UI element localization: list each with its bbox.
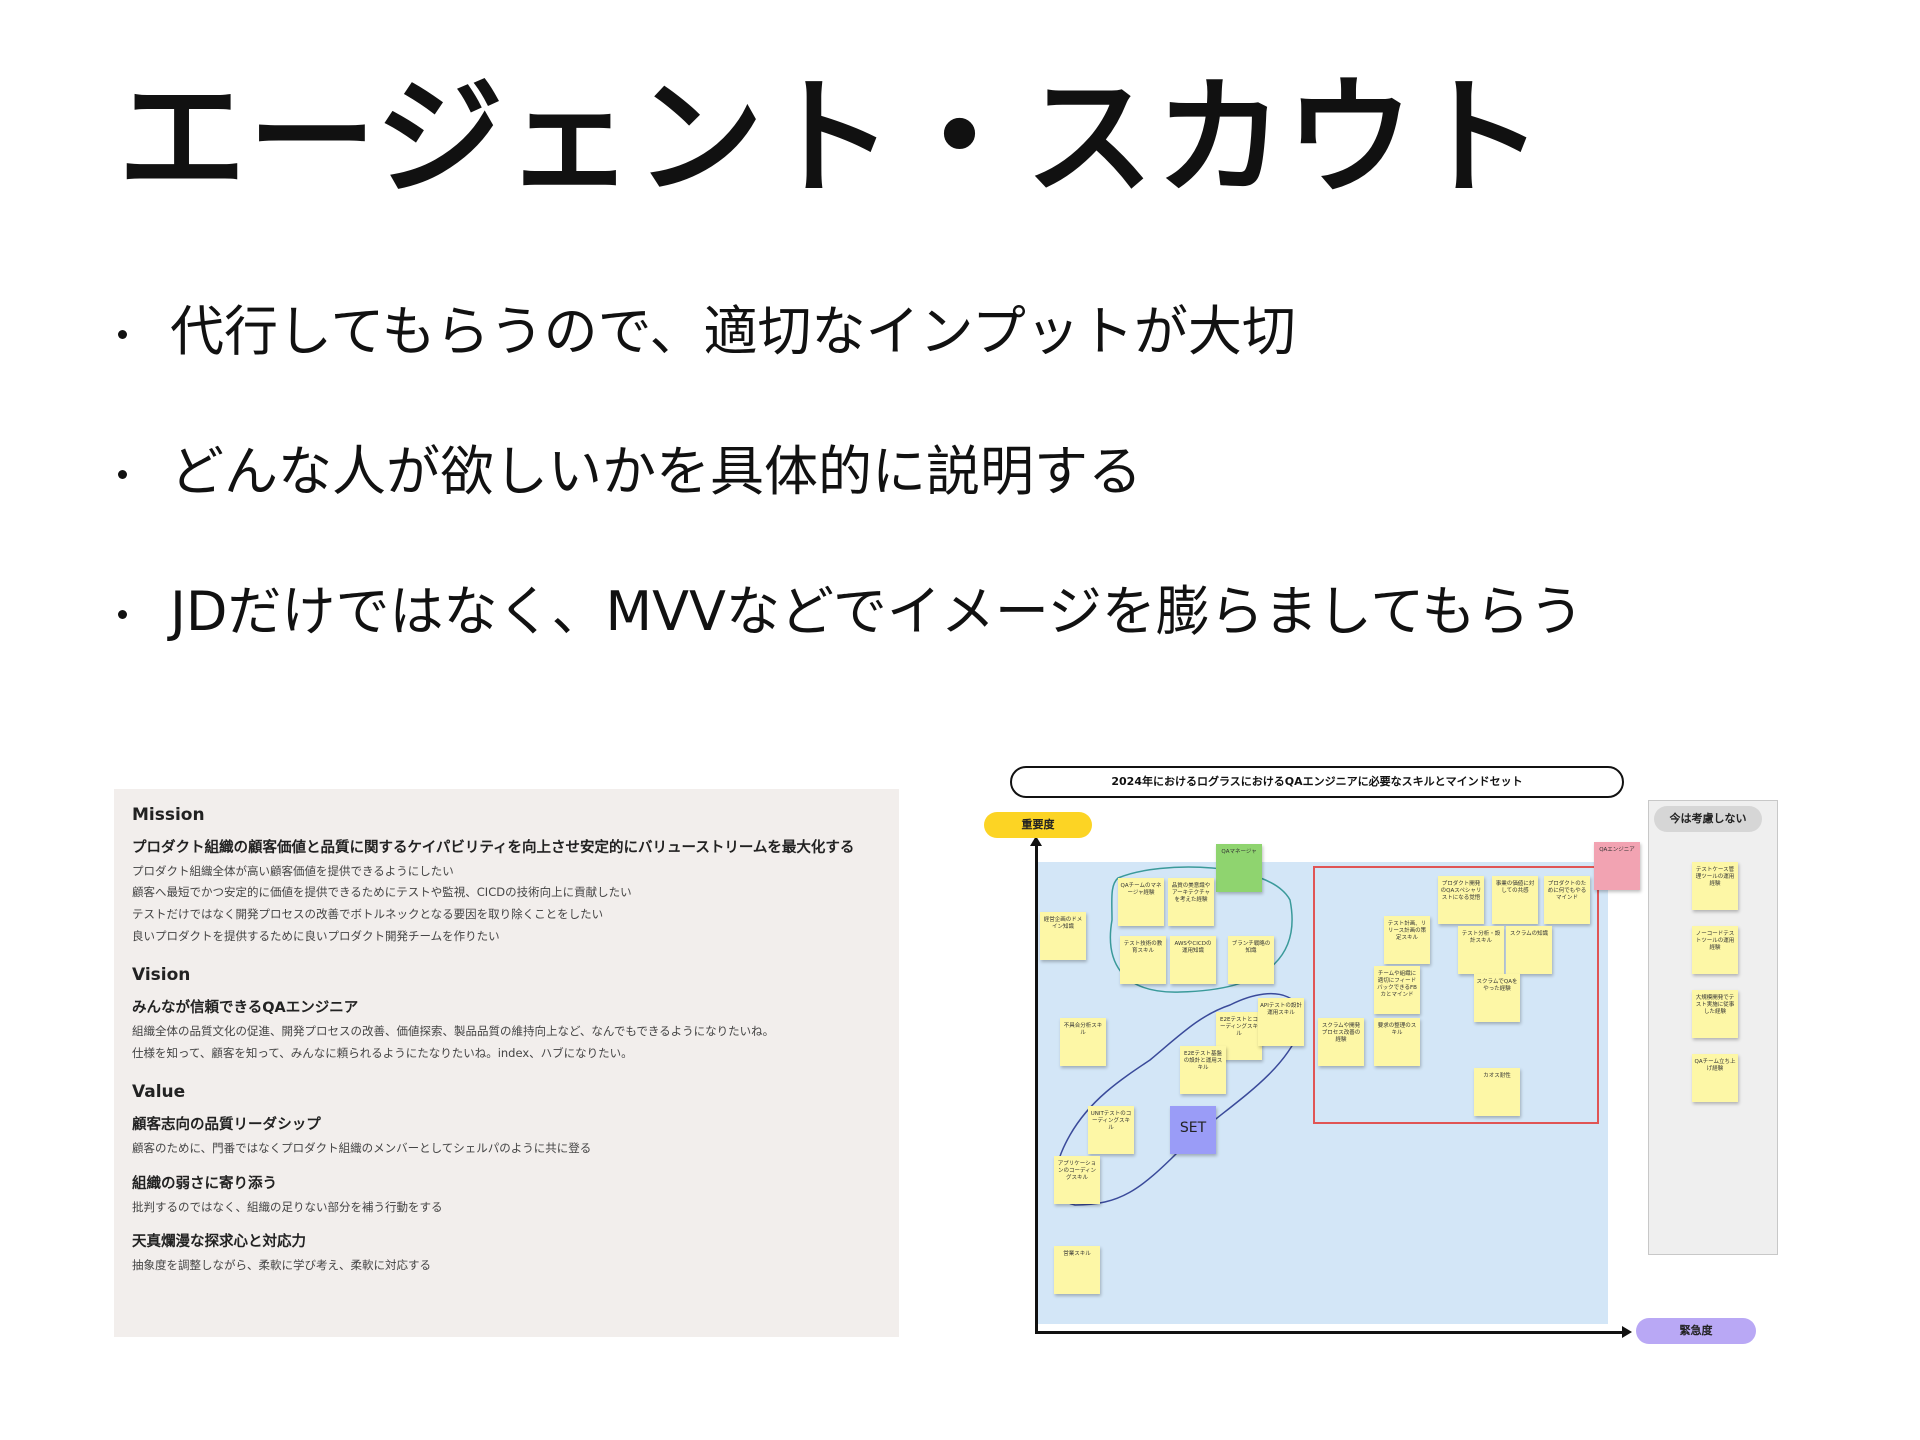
arrow-up-icon <box>1030 836 1042 846</box>
sticky-note: 品質の美意識やアーキテクチャを考えた経験 <box>1168 878 1214 926</box>
arrow-right-icon <box>1622 1326 1632 1338</box>
bullet-dot <box>118 330 127 339</box>
priority-highlight-box <box>1313 866 1599 1124</box>
set-sticky-note: SET <box>1170 1106 1216 1154</box>
sticky-note: テスト分析・設計スキル <box>1458 926 1504 974</box>
sticky-note: QAチーム立ち上げ経験 <box>1692 1054 1738 1102</box>
vision-label: Vision <box>132 965 191 986</box>
side-column-label: 今は考慮しない <box>1654 806 1762 832</box>
bullet-text: JDだけではなく、MVVなどでイメージを膨らましてもらう <box>170 580 1584 643</box>
mission-line: プロダクト組織全体が高い顧客価値を提供できるようにしたい <box>132 863 454 878</box>
sticky-note: スクラムや開発プロセス改善の経験 <box>1318 1018 1364 1066</box>
page-title: エージェント・スカウト <box>118 64 1546 213</box>
value-heading: 顧客志向の品質リーダシップ <box>132 1116 321 1133</box>
y-axis-line <box>1035 844 1038 1334</box>
sticky-note: カオス耐性 <box>1474 1068 1520 1116</box>
sticky-note: 事業の価値に対しての共感 <box>1492 876 1538 924</box>
mission-line: 良いプロダクトを提供するために良いプロダクト開発チームを作りたい <box>132 928 500 943</box>
sticky-note: QAマネージャ <box>1216 844 1262 892</box>
sticky-note: UNITテストのコーディングスキル <box>1088 1106 1134 1154</box>
spacer <box>132 1066 881 1080</box>
value-label: Value <box>132 1082 186 1103</box>
bullet-text: どんな人が欲しいかを具体的に説明する <box>170 440 1142 503</box>
sticky-note: アプリケーションのコーディングスキル <box>1054 1156 1100 1204</box>
sticky-note: QAチームのマネージャ経験 <box>1118 878 1164 926</box>
sticky-note: プロダクトのために何でもやるマインド <box>1544 876 1590 924</box>
value-heading: 天真爛漫な探求心と対応力 <box>132 1234 306 1251</box>
sticky-note: QAエンジニア <box>1594 842 1640 890</box>
y-axis-label: 重要度 <box>984 812 1092 838</box>
mvv-panel: Mission プロダクト組織の顧客価値と品質に関するケイパビリティを向上させ安… <box>114 789 899 1337</box>
x-axis-line <box>1035 1331 1625 1334</box>
sticky-note: AWSやCICDの運用知識 <box>1170 936 1216 984</box>
bullet-dot <box>118 470 127 479</box>
sticky-note: 不具合分析スキル <box>1060 1018 1106 1066</box>
sticky-note: 経営企画のドメイン知識 <box>1040 912 1086 960</box>
board-title: 2024年におけるログラスにおけるQAエンジニアに必要なスキルとマインドセット <box>1010 766 1624 798</box>
spacer <box>132 949 881 963</box>
sticky-note: E2Eテスト基盤の設計と運用スキル <box>1180 1046 1226 1094</box>
value-line: 抽象度を調整しながら、柔軟に学び考え、柔軟に対応する <box>132 1258 431 1273</box>
spacer <box>132 1220 881 1226</box>
value-heading: 組織の弱さに寄り添う <box>132 1175 277 1192</box>
sticky-note: テスト計画、リリース計画の策定スキル <box>1384 916 1430 964</box>
vision-heading: みんなが信頼できるQAエンジニア <box>132 999 359 1016</box>
sticky-note: チームや組織に適切にフィードバックできるFBカとマインド <box>1374 966 1420 1014</box>
value-line: 顧客のために、門番ではなくプロダクト組織のメンバーとしてシェルパのように共に登る <box>132 1141 592 1155</box>
sticky-note: ノーコードテストツールの運用経験 <box>1692 926 1738 974</box>
bullet-text: 代行してもらうので、適切なインプットが大切 <box>170 300 1296 363</box>
sticky-note: ブランチ戦略の知識 <box>1228 936 1274 984</box>
sticky-note: テストケース管理ツールの運用経験 <box>1692 862 1738 910</box>
mission-label: Mission <box>132 805 205 825</box>
vision-line: 仕様を知って、顧客を知って、みんなに頼られるようにたなりたいね。index、ハブ… <box>132 1045 633 1060</box>
sticky-note: 要求の整理のスキル <box>1374 1018 1420 1066</box>
sticky-note: APIテストの設計運用スキル <box>1258 998 1304 1046</box>
spacer <box>132 1162 881 1168</box>
vision-line: 組織全体の品質文化の促進、開発プロセスの改善、価値探索、製品品質の維持向上など、… <box>132 1024 775 1038</box>
mission-line: テストだけではなく開発プロセスの改善でボトルネックとなる要因を取り除くことをした… <box>132 907 604 921</box>
sticky-note: テスト技術の教育スキル <box>1120 936 1166 984</box>
bullet-dot <box>118 610 127 619</box>
sticky-note: スクラムでQAをやった経験 <box>1474 974 1520 1022</box>
mission-heading: プロダクト組織の顧客価値と品質に関するケイパビリティを向上させ安定的にバリュース… <box>132 839 855 856</box>
sticky-note: 営業スキル <box>1054 1246 1100 1294</box>
value-line: 批判するのではなく、組織の足りない部分を補う行動をする <box>132 1199 443 1214</box>
sticky-note: スクラムの知識 <box>1506 926 1552 974</box>
sticky-note: プロダクト開発のQAスペシャリストになる覚悟 <box>1438 876 1484 924</box>
sticky-note: 大規模開発でテスト実施に従事した経験 <box>1692 990 1738 1038</box>
x-axis-label: 緊急度 <box>1636 1318 1756 1344</box>
mission-line: 顧客へ最短でかつ安定的に価値を提供できるためにテストや監視、CICDの技術向上に… <box>132 885 632 900</box>
